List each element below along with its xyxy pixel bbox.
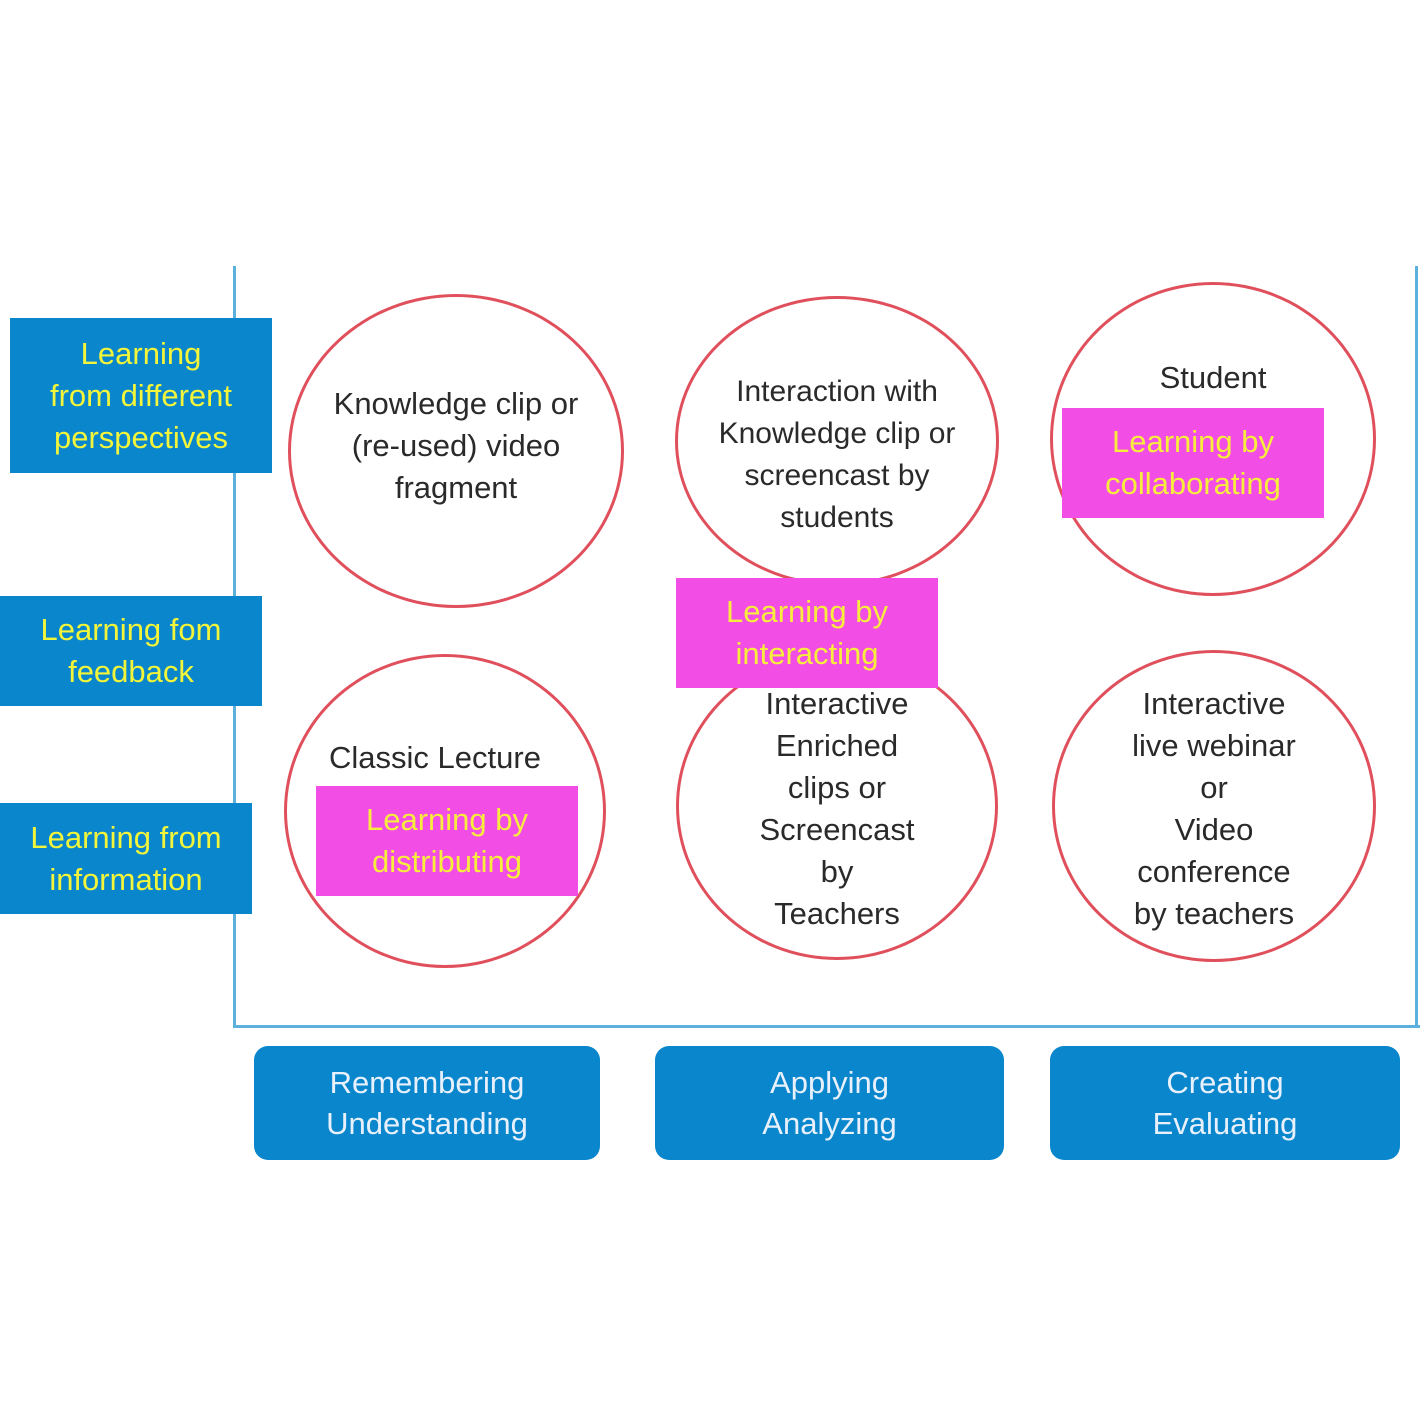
bottom-axis-line: [233, 1025, 1420, 1028]
row-label-information: Learning from information: [0, 803, 252, 914]
row-label-feedback: Learning fom feedback: [0, 596, 262, 706]
circle-interactive-webinar: Interactive live webinar or Video confer…: [1052, 650, 1376, 962]
mode-tag-distributing: Learning by distributing: [316, 786, 578, 896]
circle-interaction-knowledge-clip-text: Interaction with Knowledge clip or scree…: [718, 375, 956, 534]
circle-interactive-enriched: Interactive Enriched clips or Screencast…: [676, 652, 998, 960]
right-axis-line: [1415, 266, 1418, 1028]
circle-interactive-enriched-text: Interactive Enriched clips or Screencast…: [759, 686, 915, 931]
mode-tag-collaborating: Learning by collaborating: [1062, 408, 1324, 518]
column-label-applying: Applying Analyzing: [655, 1046, 1004, 1160]
circle-student-text: Student: [1159, 360, 1267, 395]
circle-knowledge-clip-text: Knowledge clip or (re-used) video fragme…: [333, 386, 579, 505]
column-label-creating: Creating Evaluating: [1050, 1046, 1400, 1160]
column-label-remembering: Remembering Understanding: [254, 1046, 600, 1160]
mode-tag-interacting: Learning by interacting: [676, 578, 938, 688]
row-label-perspectives: Learning from different perspectives: [10, 318, 272, 473]
circle-interactive-webinar-text: Interactive live webinar or Video confer…: [1132, 686, 1296, 931]
circle-knowledge-clip: Knowledge clip or (re-used) video fragme…: [288, 294, 624, 608]
circle-classic-lecture-text: Classic Lecture: [329, 740, 541, 775]
circle-interaction-knowledge-clip: Interaction with Knowledge clip or scree…: [675, 296, 999, 586]
